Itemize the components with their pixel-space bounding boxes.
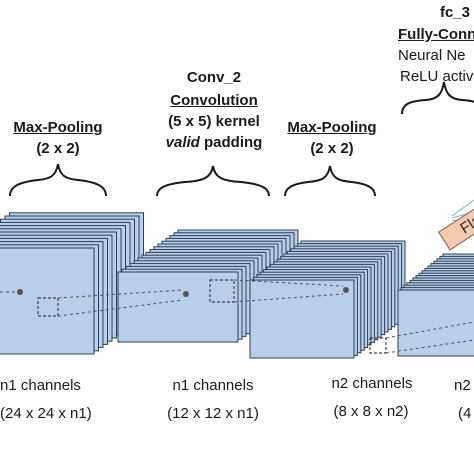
fc-line-2: ReLU activ	[400, 68, 474, 85]
maxpool-1-title: Max-Pooling	[13, 119, 103, 136]
pool-window-3	[369, 337, 387, 354]
feature-map-layer	[249, 279, 355, 359]
brace-maxpool-2	[284, 165, 376, 197]
connection-3b	[385, 339, 474, 354]
maxpool-1-size: (2 x 2)	[36, 140, 80, 157]
stage-4-channels: n2	[454, 377, 471, 394]
brace-conv2	[156, 165, 270, 197]
feature-map-stack-3	[249, 240, 406, 359]
pool-window-1	[37, 297, 59, 317]
target-dot-3	[343, 287, 349, 293]
brace-fc	[401, 81, 474, 115]
stage-3-dims: (8 x 8 x n2)	[333, 403, 409, 420]
stage-3-channels: n2 channels	[331, 375, 413, 392]
fc-line-1: Neural Ne	[398, 47, 466, 64]
feature-map-layer	[117, 271, 239, 343]
maxpool-2-title: Max-Pooling	[287, 119, 377, 136]
connection-1a	[57, 289, 184, 299]
brace-maxpool-1	[9, 163, 107, 197]
fc-title: Fully-Conn	[398, 26, 474, 43]
connection-2b	[233, 293, 344, 303]
connection-3a	[385, 321, 474, 339]
stage-2-channels: n1 channels	[172, 377, 254, 394]
feature-map-stack-4	[397, 253, 474, 357]
stage-4-dims: (4	[458, 405, 472, 422]
stage-1-channels: n1 channels	[0, 377, 81, 394]
feature-map-layer	[0, 247, 95, 355]
conv2-padding-valid: valid	[165, 134, 200, 151]
target-dot-2	[183, 291, 189, 297]
feature-map-stack-1	[0, 212, 144, 355]
center-dot-1	[17, 289, 23, 295]
conv2-name: Conv_2	[186, 69, 242, 86]
feature-map-layer	[397, 289, 474, 357]
fc-name: fc_3	[440, 4, 471, 21]
connection-2a	[233, 279, 344, 287]
conv2-padding-rest: padding	[199, 134, 263, 151]
conv2-kernel: (5 x 5) kernel	[168, 113, 260, 130]
maxpool-2-size: (2 x 2)	[310, 140, 354, 157]
conv2-padding: valid padding	[154, 135, 274, 150]
stage-1-dims: (24 x 24 x n1)	[0, 405, 92, 422]
conv-window-2	[209, 279, 235, 303]
conv2-title: Convolution	[170, 92, 258, 109]
stage-2-dims: (12 x 12 x n1)	[167, 405, 259, 422]
